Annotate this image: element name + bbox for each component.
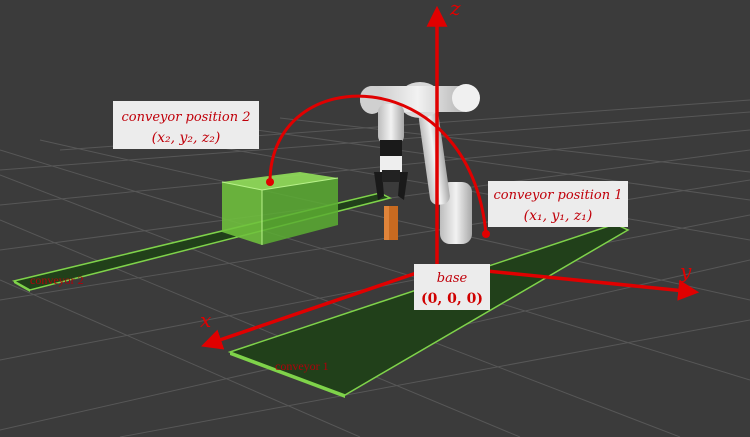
pos2-point xyxy=(266,178,274,186)
label-conveyor-position-1: conveyor position 1 (x₁, y₁, z₁) xyxy=(488,181,628,227)
y-axis-label: y xyxy=(679,259,692,283)
pos1-title: conveyor position 1 xyxy=(494,188,623,203)
green-box xyxy=(221,172,339,245)
pos2-title: conveyor position 2 xyxy=(122,110,251,125)
robot-arm xyxy=(360,82,480,244)
pos2-coords: (x₂, y₂, z₂) xyxy=(152,130,221,146)
base-coords: (0, 0, 0) xyxy=(421,291,483,307)
x-axis-label: x xyxy=(200,308,211,332)
conveyor-2-label: conveyor 2 xyxy=(30,273,84,287)
conveyor-1-label: conveyor 1 xyxy=(275,359,329,373)
base-title: base xyxy=(437,271,468,286)
label-base: base (0, 0, 0) xyxy=(414,264,490,310)
pos1-point xyxy=(482,230,490,238)
x-axis xyxy=(201,264,438,350)
z-axis-label: z xyxy=(449,0,461,20)
transfer-arc xyxy=(268,94,488,235)
pos1-coords: (x₁, y₁, z₁) xyxy=(524,208,593,224)
label-conveyor-position-2: conveyor position 2 (x₂, y₂, z₂) xyxy=(113,101,259,149)
